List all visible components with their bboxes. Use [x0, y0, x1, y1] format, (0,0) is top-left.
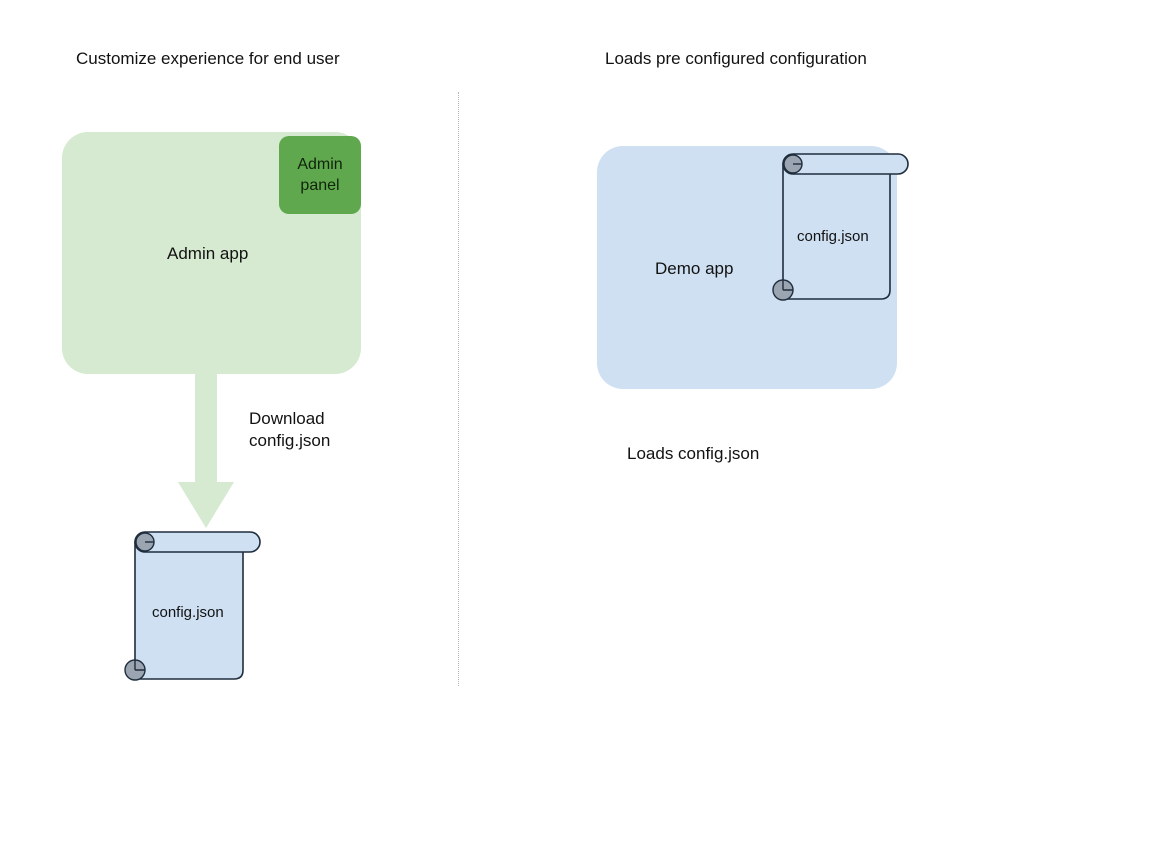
loads-config-caption: Loads config.json — [627, 444, 760, 463]
config-document-left-label: config.json — [152, 604, 224, 621]
left-column-title: Customize experience for end user — [76, 49, 340, 68]
admin-panel-label: Admin panel — [297, 156, 343, 194]
admin-app-label: Admin app — [167, 244, 249, 263]
download-arrow-caption: Download config.json — [249, 408, 330, 452]
scroll-shape-icon — [772, 153, 909, 301]
config-document-left[interactable]: config.json — [118, 528, 266, 690]
column-divider — [458, 92, 459, 686]
admin-panel-box[interactable]: Admin panel — [279, 136, 361, 214]
right-column-title: Loads pre configured configuration — [605, 49, 867, 68]
download-arrow-caption-line1: Download — [249, 409, 325, 428]
scroll-shape-icon — [124, 531, 261, 681]
demo-app-label: Demo app — [655, 259, 734, 278]
download-arrow-caption-line2: config.json — [249, 431, 331, 450]
config-document-right-label: config.json — [797, 228, 869, 245]
config-document-right[interactable]: config.json — [768, 150, 913, 310]
download-arrow-icon — [178, 370, 234, 528]
